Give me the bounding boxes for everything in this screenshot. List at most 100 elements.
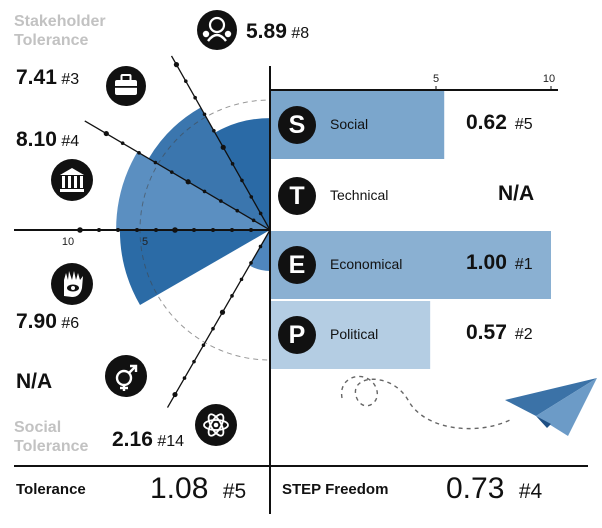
value: 0.57 xyxy=(466,321,507,344)
bar-economical xyxy=(270,231,551,299)
step-letter-badge: E xyxy=(278,246,316,284)
rank: #6 xyxy=(61,315,80,332)
radial-wedge-people xyxy=(214,118,270,230)
left-axis-tick xyxy=(77,227,83,233)
spoke-tick xyxy=(211,326,215,331)
radial-wedge-hand-eye xyxy=(119,230,271,306)
spoke-tick xyxy=(212,128,216,133)
spoke-tick xyxy=(103,130,109,137)
spoke-axis-1 xyxy=(84,120,271,231)
spoke-tick xyxy=(249,195,254,199)
spoke-tick xyxy=(258,211,263,216)
step-label-economical: Economical xyxy=(330,256,403,272)
rank: #1 xyxy=(514,256,533,273)
top-tick-10: 10 xyxy=(543,73,555,85)
value: 2.16 xyxy=(112,428,153,451)
radial-value-science: 2.16 #14 xyxy=(112,428,184,452)
bank-icon xyxy=(51,159,93,201)
left-tick-10: 10 xyxy=(62,236,74,248)
left-axis-tick xyxy=(97,228,101,232)
plane-trail xyxy=(341,375,511,430)
tolerance-score: 1.08 #5 xyxy=(150,472,246,506)
left-axis-dots xyxy=(77,227,253,233)
rank: #3 xyxy=(61,71,80,88)
spoke-tick xyxy=(153,160,158,165)
radial-axes xyxy=(84,55,271,408)
freedom-value: 0.73 xyxy=(446,472,505,505)
step-label-social: Social xyxy=(330,116,369,132)
spoke-tick xyxy=(219,309,226,315)
step-freedom-score: 0.73 #4 xyxy=(446,472,542,506)
step-label-political: Political xyxy=(330,326,379,342)
step-letter-badge: T xyxy=(278,177,316,215)
left-axis-tick xyxy=(135,228,139,232)
left-tick-5: 5 xyxy=(142,236,148,248)
spoke-tick xyxy=(230,162,235,166)
spoke-tick xyxy=(185,179,191,185)
hand-eye-icon xyxy=(51,263,93,305)
radial-value-business: 7.41 #3 xyxy=(16,66,79,90)
spoke-tick xyxy=(230,294,234,298)
spoke-tick xyxy=(239,277,244,282)
left-axis-tick xyxy=(172,227,178,233)
radial-chart xyxy=(116,107,271,306)
spoke-tick xyxy=(220,144,226,150)
spoke-tick xyxy=(173,62,180,68)
step-value-economical: 1.00 #1 xyxy=(466,251,533,275)
rank: #4 xyxy=(61,133,80,150)
spoke-tick xyxy=(202,189,207,194)
freedom-rank: #4 xyxy=(518,480,543,503)
value: 7.41 xyxy=(16,66,57,89)
radial-value-gender: N/A xyxy=(16,370,52,394)
social-label-line1: Social xyxy=(14,419,62,436)
spoke-tick xyxy=(219,199,223,203)
spoke-tick xyxy=(193,95,197,100)
left-axis-tick xyxy=(154,228,158,232)
value: N/A xyxy=(16,370,53,393)
radial-wedge-briefcase xyxy=(148,107,270,230)
radial-value-government: 8.10 #4 xyxy=(16,128,79,152)
step-freedom-label: STEP Freedom xyxy=(282,481,389,498)
stakeholder-label-line2: Tolerance xyxy=(14,32,89,49)
spoke-axis-0 xyxy=(170,55,271,231)
spoke-tick xyxy=(249,261,253,265)
rank: #8 xyxy=(291,25,310,42)
top-tick-5: 5 xyxy=(433,73,439,85)
spoke-tick xyxy=(235,208,240,213)
step-letter-badge: S xyxy=(278,106,316,144)
value: 7.90 xyxy=(16,310,57,333)
step-value-technical: N/A xyxy=(498,182,534,206)
spoke-tick xyxy=(183,79,188,83)
spoke-tick xyxy=(202,112,207,117)
briefcase-icon xyxy=(106,66,146,106)
step-label-technical: Technical xyxy=(330,187,389,203)
spoke-tick xyxy=(240,178,244,183)
stakeholder-label-line1: Stakeholder xyxy=(14,13,106,30)
atom-icon xyxy=(195,404,237,446)
left-axis-tick xyxy=(116,228,120,232)
value: 8.10 xyxy=(16,128,57,151)
step-value-social: 0.62#5 xyxy=(466,111,533,135)
value: N/A xyxy=(498,182,535,205)
left-axis-tick xyxy=(230,228,234,232)
rank: #2 xyxy=(514,326,533,343)
spoke-tick xyxy=(172,391,178,398)
radial-value-people: 5.89 #8 xyxy=(246,20,309,44)
value: 1.00 xyxy=(466,251,507,274)
radial-wedge-atom xyxy=(249,230,270,272)
spoke-tick xyxy=(251,218,256,223)
social-label-line2: Tolerance xyxy=(14,438,89,455)
tolerance-value: 1.08 xyxy=(150,472,209,505)
radial-value-religion: 7.90 #6 xyxy=(16,310,79,334)
left-axis-tick xyxy=(249,228,253,232)
paper-plane-icon xyxy=(505,378,597,436)
step-bars xyxy=(270,91,551,369)
spoke-tick xyxy=(258,244,263,249)
step-value-political: 0.57 #2 xyxy=(466,321,533,345)
left-axis-tick xyxy=(192,228,196,232)
spoke-tick xyxy=(182,376,187,380)
tolerance-rank: #5 xyxy=(222,480,247,503)
spoke-tick xyxy=(169,170,174,174)
spoke-tick xyxy=(120,141,125,146)
